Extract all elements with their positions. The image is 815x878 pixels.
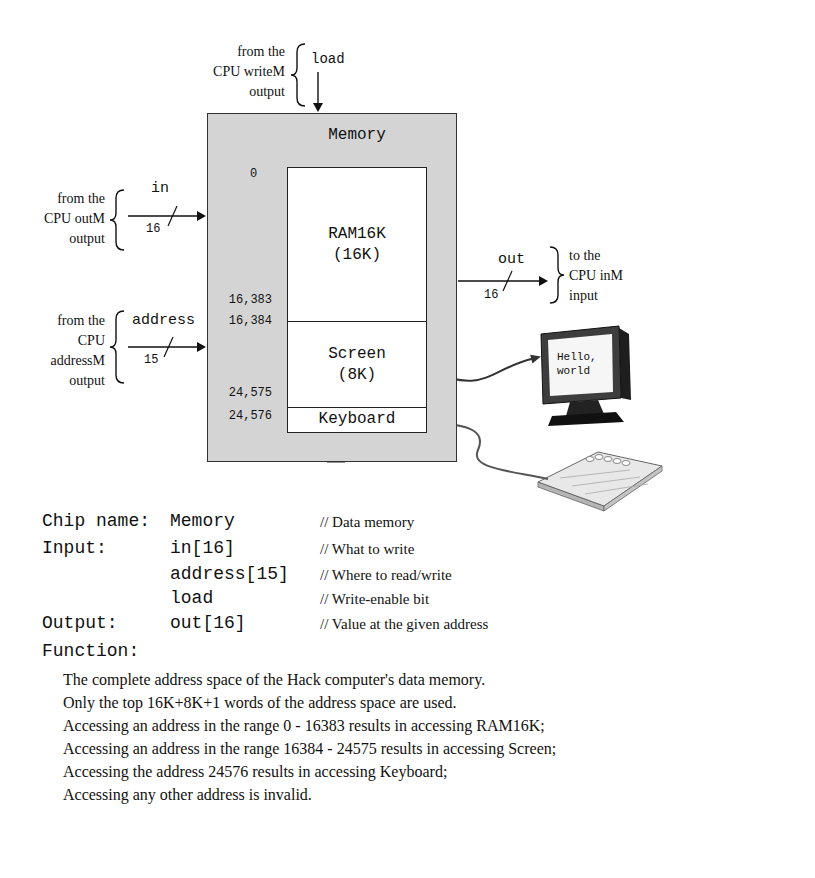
arrowhead [530,355,541,364]
bus-width: 16 [484,288,498,302]
address-number: 16,383 [222,293,272,307]
keyboard-region: Keyboard [287,407,427,433]
chip-title: Memory [287,126,427,145]
arrowhead [313,103,323,112]
pin-name: out [498,251,525,269]
brace [550,247,564,303]
keyboard-key [622,461,630,466]
keyboard-key [604,457,612,462]
signal-source-note: from the CPU writeM output [209,42,285,102]
address-number: 24,575 [222,386,272,400]
bus-width: 15 [144,353,158,367]
keyboard-row [560,470,630,478]
function-text: Only the top 16K+8K+1 words of the addre… [63,693,457,712]
monitor-base [548,412,624,426]
spec-comment: // Where to read/write [320,566,452,584]
keyboard-key [595,455,603,460]
arrowhead [197,211,206,221]
bus-wire [458,280,540,281]
address-number: 0 [250,167,257,181]
function-text: Accessing any other address is invalid. [63,785,312,804]
spec-value: in[16] [170,538,235,560]
function-text: Accessing the address 24576 results in a… [63,762,447,781]
bus-slash [164,337,173,357]
brace [110,190,124,250]
spec-value: Memory [170,511,235,533]
keyboard-row [585,484,648,494]
pin-name: address [132,312,195,330]
region-label: Keyboard [312,410,402,429]
spec-heading: Input: [42,538,107,560]
address-number: 24,576 [222,409,272,423]
keyboard-edge [604,466,662,511]
brace [110,311,124,383]
ram-region: RAM16K (16K) [287,167,427,322]
function-text: Accessing an address in the range 0 - 16… [63,716,545,735]
signal-source-note: from the CPU addressM output [29,311,105,391]
arrowhead [539,276,548,286]
signal-source-note: from the CPU outM output [29,189,105,249]
brace [291,44,305,106]
bus-slash [168,206,177,226]
keyboard-key [613,459,621,464]
signal-target-note: to the CPU inM input [569,246,629,306]
pin-name: load [311,51,345,68]
function-text: Accessing an address in the range 16384 … [63,739,556,758]
spec-comment: // Write-enable bit [320,590,429,608]
spec-comment: // Data memory [320,513,414,531]
spec-comment: // Value at the given address [320,615,488,633]
arrowhead [197,342,206,352]
monitor-display: Hello, world [541,330,619,400]
bus-slash [503,271,512,291]
keyboard-key [586,457,594,462]
spec-value: out[16] [170,613,246,635]
region-label: RAM16K (16K) [324,224,390,266]
bus-width: 16 [146,222,160,236]
spec-comment: // What to write [320,540,414,558]
bus-wire [128,346,198,347]
keyboard-row [572,477,640,486]
spec-heading: Output: [42,613,118,635]
function-text: The complete address space of the Hack c… [63,670,485,689]
spec-value: load [170,588,213,610]
spec-heading: Function: [42,641,139,663]
monitor-bezel [541,326,621,404]
signal-wire [317,72,318,104]
monitor-screen [548,334,613,396]
bus-wire [128,215,198,216]
spec-value: address[15] [170,564,289,586]
spec-heading: Chip name: [42,511,150,533]
address-number: 16,384 [222,314,272,328]
region-label: Screen (8K) [324,344,390,386]
screen-text: Hello, world [557,351,603,379]
pin-name: in [151,180,169,198]
screen-region: Screen (8K) [287,321,427,408]
